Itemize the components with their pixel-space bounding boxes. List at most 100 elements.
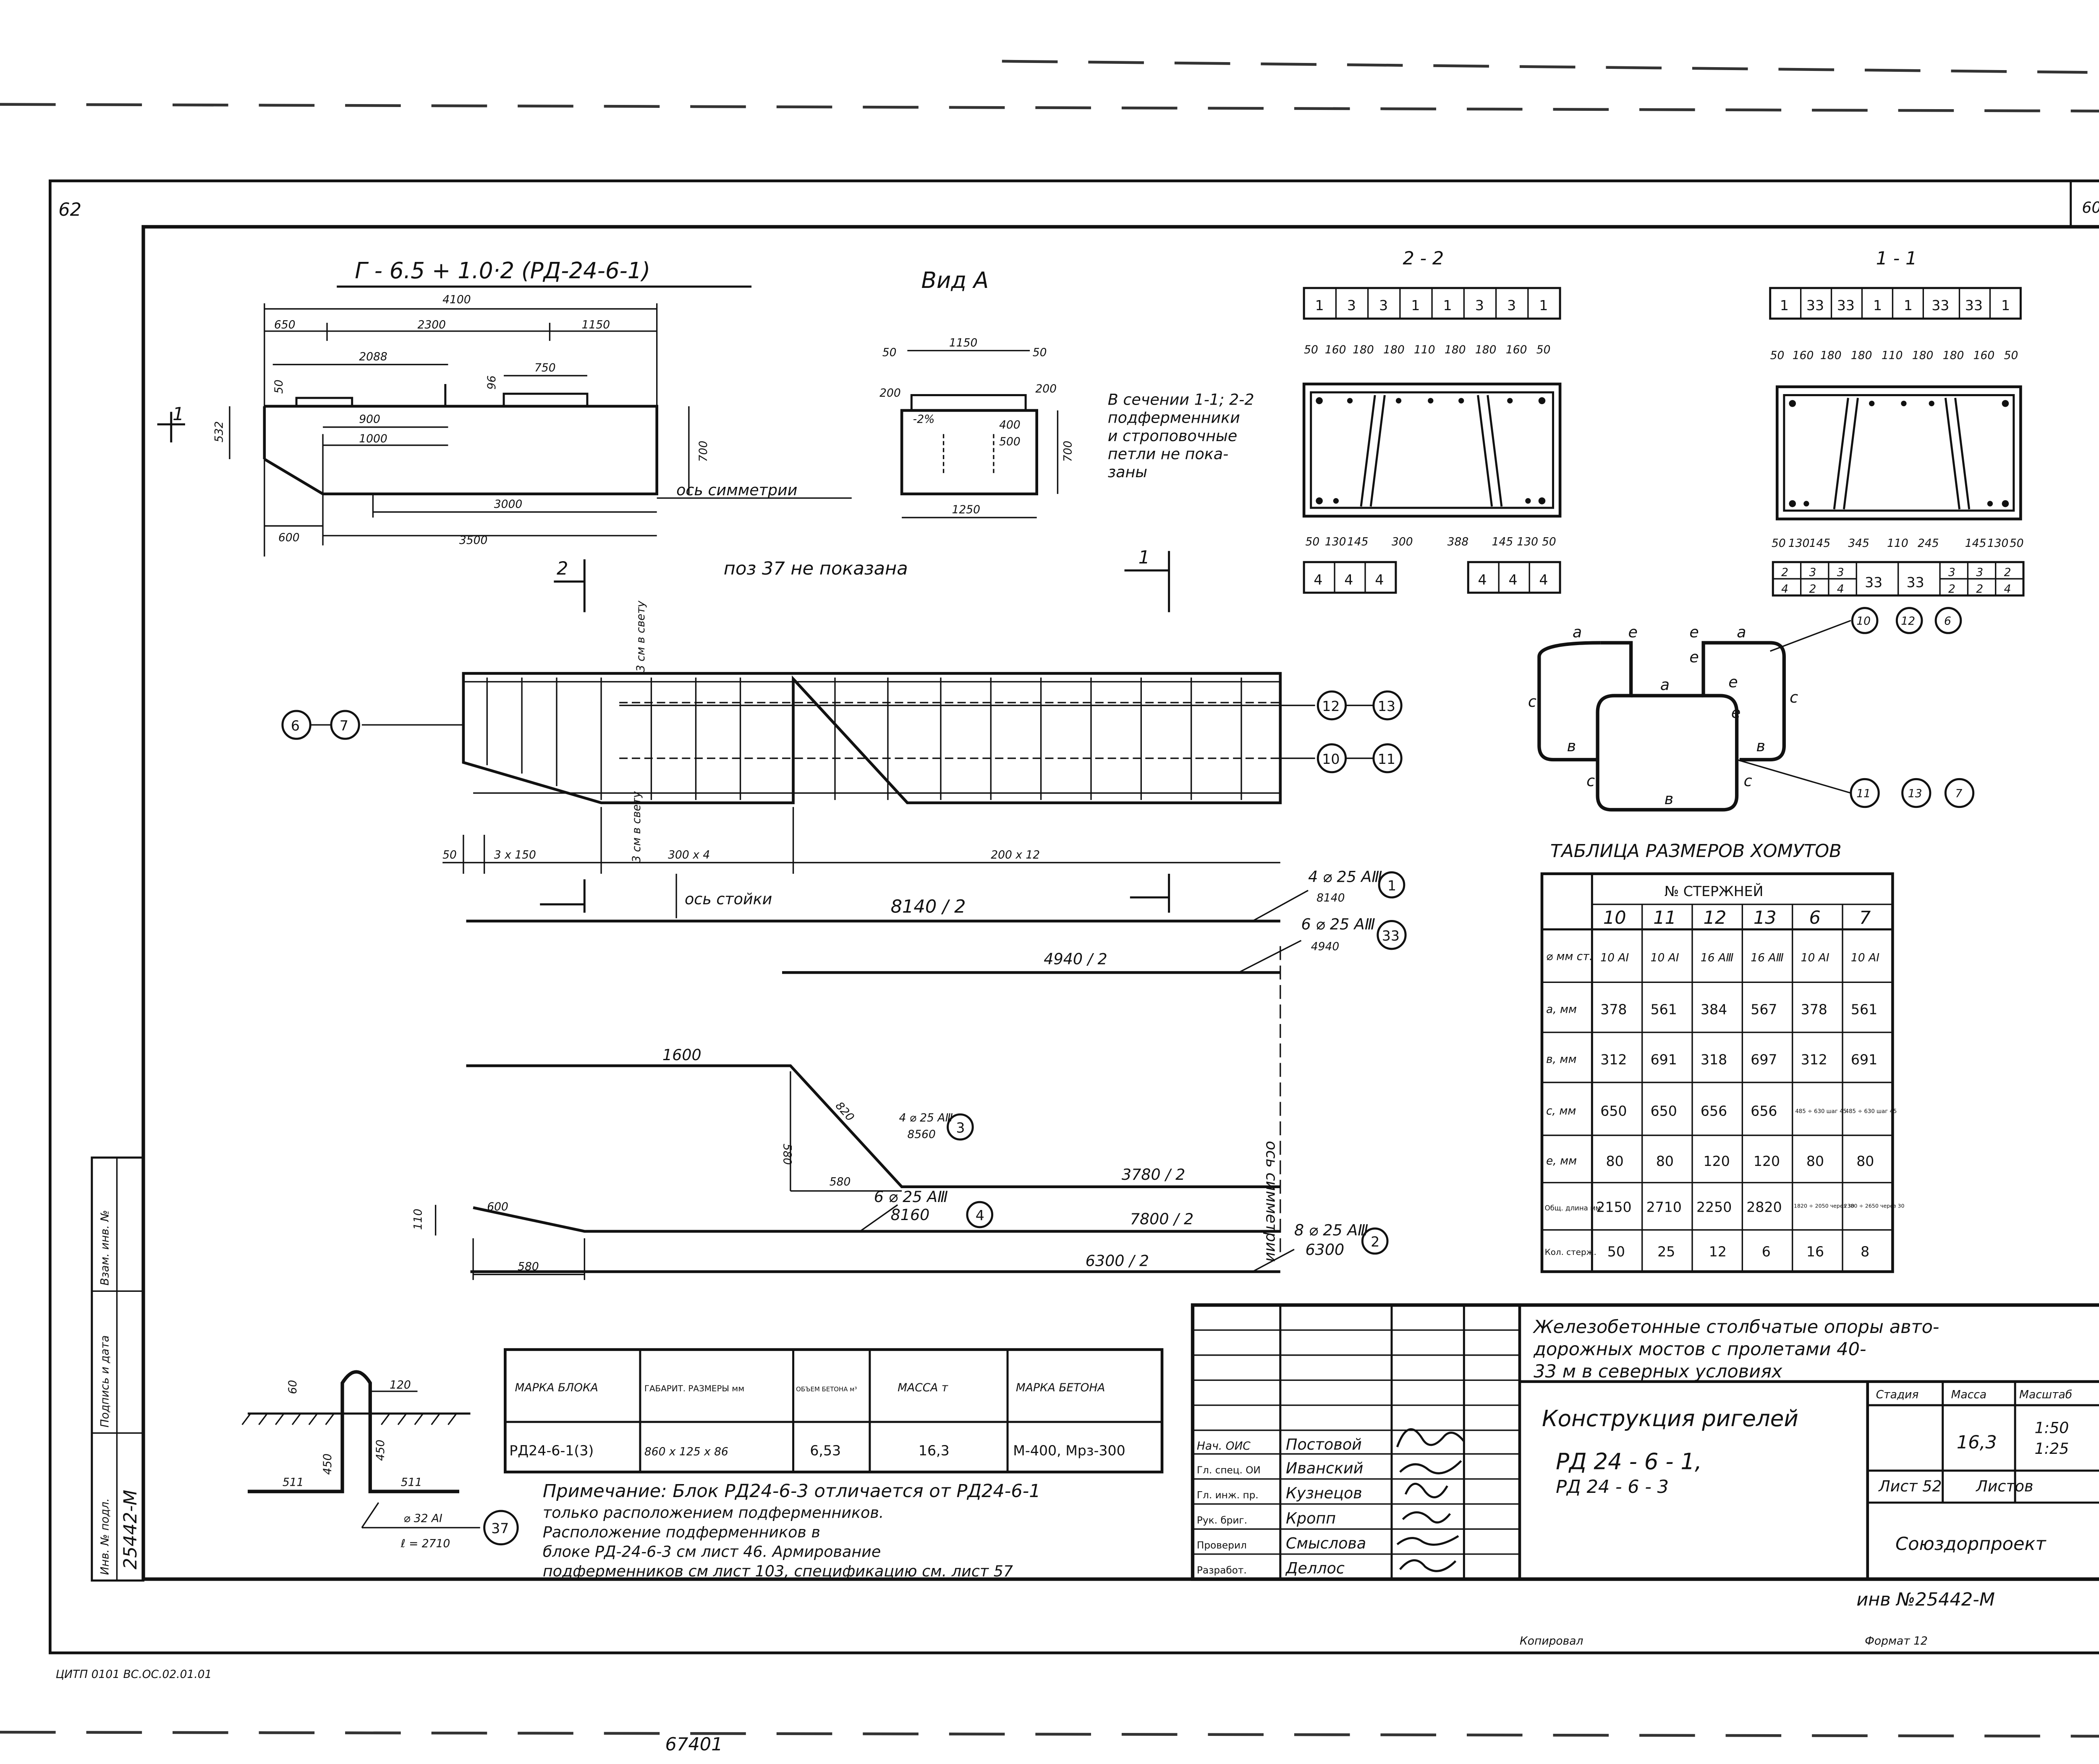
block-cell-concrete: М-400, Мрз-300 bbox=[1013, 1442, 1125, 1458]
st-cell: 561 bbox=[1651, 1001, 1677, 1018]
title-line-2: дорожных мостов с пролетами 40- bbox=[1533, 1339, 1866, 1360]
bars-symmetry-axis: ось симметрии bbox=[1263, 1141, 1281, 1262]
elev-dim-right: 1150 bbox=[582, 318, 610, 331]
side-view-title: Вид А bbox=[921, 267, 989, 293]
stirrup-table-columns: 10 11 12 13 6 7 bbox=[1603, 907, 1871, 928]
side-dim-50a: 50 bbox=[882, 346, 897, 359]
s22-tdim-7: 180 bbox=[1475, 343, 1497, 356]
block-cell-mark: РД24-6-1(3) bbox=[509, 1442, 594, 1458]
footer-format: Формат 12 bbox=[1865, 1634, 1928, 1647]
elev-dim-h700: 700 bbox=[697, 441, 710, 462]
bar33-dim: 4940 / 2 bbox=[1044, 950, 1107, 968]
stirrup-letter-e-1: е bbox=[1628, 623, 1638, 641]
rebar-section-mark-2: 2 bbox=[557, 558, 568, 579]
note-line-2: только расположением подферменников. bbox=[543, 1504, 884, 1522]
value-sheet: Лист 52 bbox=[1878, 1477, 1942, 1495]
loop-d60: 60 bbox=[286, 1380, 299, 1394]
name-3: Кузнецов bbox=[1286, 1484, 1362, 1502]
bar2-length: 6300 bbox=[1305, 1241, 1344, 1259]
bar3-pos: 3 bbox=[956, 1119, 965, 1136]
st-row-label: с, мм bbox=[1546, 1104, 1576, 1117]
st-row-label: Общ. длина мм bbox=[1545, 1204, 1601, 1212]
s11-b1-1: 2 bbox=[1781, 566, 1788, 579]
bar1-length: 8140 bbox=[1316, 891, 1345, 904]
side-note-5: заны bbox=[1108, 463, 1147, 481]
s11-tdim-5: 110 bbox=[1882, 349, 1903, 362]
stirrup-shape: а а а е е е е е с с с с в в в 10 12 6 11… bbox=[1528, 607, 1975, 812]
elev-dim-mid: 2300 bbox=[417, 318, 445, 331]
rebar-dim-300x4: 300 x 4 bbox=[668, 848, 710, 861]
s11-b1-7: 3 bbox=[1976, 566, 1983, 579]
bar4-pos: 4 bbox=[976, 1207, 984, 1223]
block-header-mark: МАРКА БЛОКА bbox=[515, 1381, 598, 1394]
note-line-3: Расположение подферменников в bbox=[543, 1523, 820, 1541]
block-cell-size: 860 x 125 x 86 bbox=[644, 1445, 728, 1458]
rebar-dim-3x150: 3 x 150 bbox=[494, 848, 536, 861]
bar2-dim: 6300 / 2 bbox=[1086, 1252, 1149, 1270]
s22-tdim-6: 180 bbox=[1445, 343, 1466, 356]
bar33-label: 6 ⌀ 25 АⅢ bbox=[1301, 915, 1375, 933]
bar2-pos: 2 bbox=[1371, 1233, 1379, 1250]
bar33-length: 4940 bbox=[1311, 940, 1339, 953]
s11-b1-6: 3 bbox=[1948, 566, 1955, 579]
st-cell: 567 bbox=[1751, 1001, 1777, 1018]
bar33-pos: 33 bbox=[1382, 928, 1400, 944]
s11-bdim-7: 145 bbox=[1965, 537, 1986, 550]
st-cell: 561 bbox=[1851, 1001, 1877, 1018]
loop-bar: ⌀ 32 АⅠ bbox=[403, 1512, 442, 1525]
st-cell: 485 ÷ 630 шаг 45 bbox=[1795, 1108, 1847, 1115]
elev-dim-h50: 50 bbox=[272, 379, 285, 394]
side-dim-1150: 1150 bbox=[949, 336, 977, 349]
s11-b2-6: 4 bbox=[2004, 583, 2011, 596]
s11-top-8: 1 bbox=[2001, 297, 2010, 314]
drawing-mark-1: РД 24 - 6 - 1, bbox=[1556, 1449, 1702, 1475]
st-row-label: а, мм bbox=[1546, 1003, 1577, 1016]
loop-d120: 120 bbox=[390, 1378, 411, 1391]
st-row-label: в, мм bbox=[1546, 1053, 1576, 1066]
st-col-6: 6 bbox=[1809, 907, 1820, 928]
s11-b2-3: 4 bbox=[1837, 583, 1844, 596]
stirrup-table-rows: ⌀ мм ст. 10 АⅠ 10 АⅠ 16 АⅢ 16 АⅢ 10 АⅠ 1… bbox=[1545, 950, 1905, 1260]
section22-top-row: 1 3 3 1 1 3 3 1 bbox=[1303, 287, 1561, 320]
loop-pos: 37 bbox=[491, 1520, 509, 1537]
title-line-3: 33 м в северных условиях bbox=[1534, 1361, 1782, 1382]
s11-b1-5: 33 bbox=[1907, 574, 1924, 591]
title-roles: Нач. ОИС Гл. спец. ОИ Гл. инж. пр. Рук. … bbox=[1197, 1440, 1261, 1576]
header-mass: Масса bbox=[1951, 1388, 1987, 1401]
s11-bdim-1: 50 bbox=[1772, 537, 1786, 550]
stirrup-letter-b-2: в bbox=[1756, 737, 1765, 755]
bar3-d580b: 580 bbox=[830, 1175, 851, 1188]
side-dim-400: 400 bbox=[999, 418, 1021, 431]
s11-bdim-5: 110 bbox=[1887, 537, 1908, 550]
stirrup-lines bbox=[486, 677, 1242, 800]
side-stamp: Инв. № подл. Подпись и дата Взам. инв. №… bbox=[91, 1156, 144, 1582]
s11-top-7: 33 bbox=[1965, 297, 1983, 314]
elev-symmetry-axis: ось симметрии bbox=[676, 481, 797, 499]
st-cell: 80 bbox=[1606, 1153, 1624, 1169]
rebar-plan: поз 37 не показана 2 1 3 см в свету 3 см… bbox=[281, 547, 1403, 918]
s22-tdim-1: 50 bbox=[1304, 343, 1318, 356]
stirrup-pos-7: 7 bbox=[1955, 787, 1963, 800]
s22-br-2: 4 bbox=[1508, 571, 1517, 588]
block-cell-volume: 6,53 bbox=[810, 1442, 841, 1458]
st-cell: 16 АⅢ bbox=[1701, 951, 1734, 964]
s22-top-3: 3 bbox=[1379, 297, 1388, 314]
elev-dim-h96: 96 bbox=[485, 375, 498, 389]
s11-b2-5: 2 bbox=[1976, 583, 1983, 596]
block-cell-mass: 16,3 bbox=[919, 1442, 950, 1458]
role-3: Гл. инж. пр. bbox=[1197, 1490, 1259, 1501]
st-cell: 384 bbox=[1701, 1001, 1727, 1018]
side-dim-700: 700 bbox=[1062, 441, 1075, 462]
s11-top-1: 1 bbox=[1780, 297, 1789, 314]
st-cell: 378 bbox=[1801, 1001, 1827, 1018]
stamp-label-replaced-inv: Взам. инв. № bbox=[99, 1210, 112, 1286]
st-cell: 485 ÷ 630 шаг 45 bbox=[1845, 1108, 1897, 1115]
loop-d511a: 511 bbox=[283, 1476, 304, 1489]
bar3-d820: 820 bbox=[833, 1099, 857, 1124]
s22-tdim-8: 160 bbox=[1506, 343, 1527, 356]
footer-code: ЦИТП 0101 ВС.ОС.02.01.01 bbox=[56, 1668, 212, 1681]
s11-tdim-6: 180 bbox=[1912, 349, 1934, 362]
st-cell: 25 bbox=[1657, 1243, 1675, 1260]
